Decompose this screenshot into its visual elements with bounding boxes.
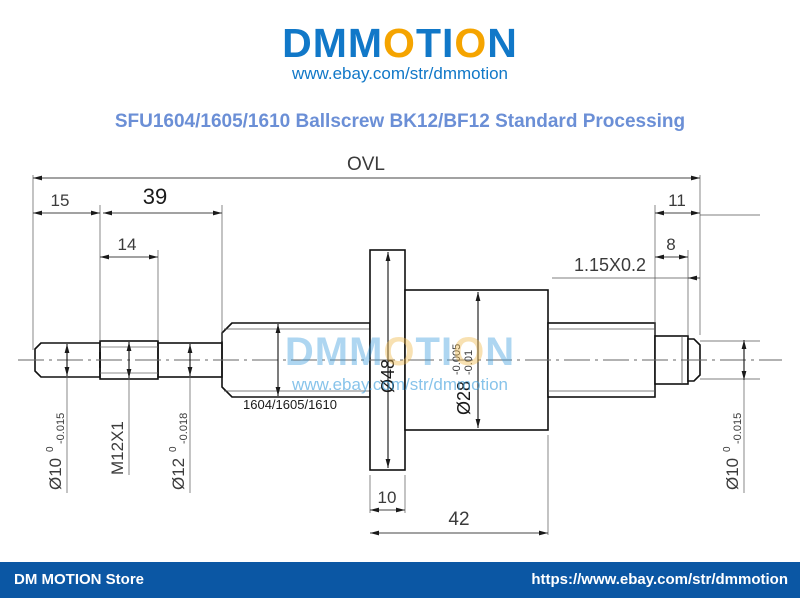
dimension-label-39: 39: [143, 184, 167, 209]
label-screw-spec: 1604/1605/1610: [243, 397, 337, 412]
page-footer: DM MOTION Store https://www.ebay.com/str…: [0, 562, 800, 598]
label-thread-spec: M12X1: [108, 421, 127, 475]
dimension-39: 39: [103, 184, 222, 216]
logo-text-o1: O: [383, 20, 416, 66]
dimension-15: 15: [33, 191, 100, 216]
dimension-10: 10: [370, 488, 405, 513]
label-left-journal-tol-upper: 0: [45, 446, 56, 452]
dimension-label-8: 8: [666, 235, 675, 254]
dimension-8: 8: [655, 235, 688, 260]
label-left-shoulder-diameter: Ø12 0 -0.018: [168, 413, 190, 490]
dimension-14: 14: [100, 235, 158, 260]
label-left-shoulder-d: Ø12: [169, 458, 188, 490]
label-left-shoulder-tol-lower: -0.018: [178, 413, 190, 444]
label-flange-diameter: Ø48: [378, 359, 398, 393]
extension-lines: [32, 175, 760, 535]
page-title: SFU1604/1605/1610 Ballscrew BK12/BF12 St…: [114, 111, 686, 132]
label-nut-body-d: Ø28: [454, 381, 474, 415]
label-left-journal-diameter: Ø10 0 -0.015: [45, 413, 67, 490]
dimension-42: 42: [370, 509, 548, 536]
footer-store-name: DM MOTION Store: [14, 571, 144, 588]
label-left-shoulder-tol-upper: 0: [168, 446, 179, 452]
logo-text-o2: O: [454, 20, 488, 66]
label-nut-body-tol-lower: -0.01: [463, 350, 475, 375]
dimension-label-11: 11: [668, 191, 686, 210]
dimension-label-15: 15: [51, 191, 70, 210]
label-left-journal-d: Ø10: [46, 458, 65, 490]
screw-thread-lines: [224, 328, 370, 392]
logo-text-ti: TI: [415, 20, 455, 66]
dimension-label-10: 10: [378, 488, 397, 507]
dimension-label-14: 14: [118, 235, 137, 254]
chamfer-note: 1.15X0.2: [552, 255, 700, 281]
technical-drawing: OVL 15 39 14 11 8 1.15X0.2 10 42: [0, 145, 800, 555]
dimension-11: 11: [655, 191, 700, 216]
label-right-journal-tol-upper: 0: [722, 446, 733, 452]
brand-logo: DMMOTION: [0, 20, 800, 66]
label-right-journal-diameter: Ø10 0 -0.015: [722, 413, 744, 490]
diameter-leader-lines: [66, 340, 760, 493]
brand-store-url[interactable]: www.ebay.com/str/dmmotion: [291, 64, 509, 83]
part-outline: [34, 322, 371, 398]
diameter-arrows: [64, 252, 747, 468]
label-nut-body-tol-upper: -0.005: [451, 344, 463, 375]
logo-text-dmm: DMM: [282, 20, 384, 66]
logo-text-n: N: [487, 20, 518, 66]
label-left-journal-tol-lower: -0.015: [55, 413, 67, 444]
dimension-label-42: 42: [448, 509, 469, 530]
label-thread: M12X1: [108, 421, 127, 475]
label-right-journal-d: Ø10: [723, 458, 742, 490]
footer-store-url[interactable]: https://www.ebay.com/str/dmmotion: [531, 571, 788, 588]
label-right-journal-tol-lower: -0.015: [732, 413, 744, 444]
dimension-ovl: OVL: [33, 154, 700, 181]
dimension-label-ovl: OVL: [347, 154, 385, 175]
page-header: DMMOTION www.ebay.com/str/dmmotion SFU16…: [0, 0, 800, 132]
label-nut-body-diameter: Ø28 -0.005 -0.01: [451, 344, 475, 415]
label-flange-d: Ø48: [378, 359, 398, 393]
chamfer-label: 1.15X0.2: [574, 255, 646, 275]
